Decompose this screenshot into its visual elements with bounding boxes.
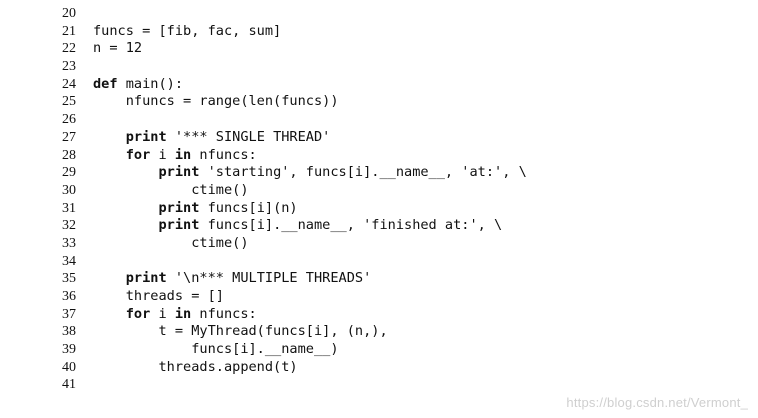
code-line: 32 print funcs[i].__name__, 'finished at… bbox=[0, 217, 758, 235]
code-text: funcs[i].__name__) bbox=[93, 341, 339, 359]
code-segment bbox=[93, 147, 126, 163]
code-segment: funcs = [fib, fac, sum] bbox=[93, 22, 282, 39]
code-keyword: print bbox=[158, 199, 200, 216]
code-line: 31 print funcs[i](n) bbox=[0, 200, 758, 218]
code-text: print funcs[i](n) bbox=[93, 199, 298, 218]
code-line: 23 bbox=[0, 58, 758, 76]
line-number: 26 bbox=[62, 112, 76, 128]
code-line: 27 print '*** SINGLE THREAD' bbox=[0, 129, 758, 147]
line-number: 31 bbox=[62, 200, 76, 216]
code-keyword: in bbox=[174, 305, 192, 322]
code-line: 39 funcs[i].__name__) bbox=[0, 341, 758, 359]
code-line: 30 ctime() bbox=[0, 182, 758, 200]
code-text: for i in nfuncs: bbox=[93, 147, 257, 165]
code-line: 36 threads = [] bbox=[0, 288, 758, 306]
line-number: 37 bbox=[62, 306, 76, 322]
line-number: 39 bbox=[62, 342, 76, 358]
code-text: ctime() bbox=[93, 234, 249, 253]
code-text: for i in nfuncs: bbox=[93, 306, 257, 324]
line-number: 41 bbox=[62, 377, 76, 393]
code-text: n = 12 bbox=[93, 40, 142, 58]
code-keyword: in bbox=[174, 146, 192, 163]
code-segment: '\n*** MULTIPLE THREADS' bbox=[166, 270, 372, 287]
code-segment: funcs[i].__name__) bbox=[93, 341, 339, 358]
code-text: print '*** SINGLE THREAD' bbox=[93, 128, 331, 147]
code-keyword: print bbox=[158, 164, 200, 181]
code-line: 28 for i in nfuncs: bbox=[0, 147, 758, 165]
code-segment: ctime() bbox=[93, 234, 249, 251]
code-line: 37 for i in nfuncs: bbox=[0, 306, 758, 324]
code-segment: main(): bbox=[117, 75, 184, 92]
code-keyword: for bbox=[125, 305, 151, 322]
code-segment: funcs[i](n) bbox=[199, 199, 298, 216]
code-segment: ctime() bbox=[93, 181, 249, 198]
code-segment: n = 12 bbox=[93, 40, 143, 57]
code-line: 21 funcs = [fib, fac, sum] bbox=[0, 23, 758, 41]
code-keyword: print bbox=[125, 128, 167, 145]
code-line: 24 def main(): bbox=[0, 76, 758, 94]
code-segment bbox=[93, 217, 158, 233]
line-number: 27 bbox=[62, 129, 76, 145]
code-text: def main(): bbox=[93, 76, 183, 94]
code-segment: t = MyThread(funcs[i], (n,), bbox=[93, 323, 388, 340]
code-segment: 'starting', funcs[i].__name__, 'at:', \ bbox=[199, 164, 527, 181]
line-number: 33 bbox=[62, 235, 76, 251]
code-keyword: print bbox=[158, 217, 200, 234]
code-line: 40 threads.append(t) bbox=[0, 359, 758, 377]
code-text: threads = [] bbox=[93, 288, 224, 306]
code-line: 25 nfuncs = range(len(funcs)) bbox=[0, 93, 758, 111]
line-number: 32 bbox=[62, 218, 76, 234]
code-segment: nfuncs: bbox=[191, 146, 257, 163]
code-segment: '*** SINGLE THREAD' bbox=[166, 128, 331, 145]
code-line: 41 bbox=[0, 376, 758, 394]
line-number: 20 bbox=[62, 6, 76, 21]
code-segment: threads.append(t) bbox=[93, 358, 298, 375]
code-text: print 'starting', funcs[i].__name__, 'at… bbox=[93, 164, 527, 182]
line-number: 24 bbox=[62, 76, 76, 92]
line-number: 29 bbox=[62, 165, 76, 181]
line-number: 21 bbox=[62, 23, 76, 39]
code-segment bbox=[93, 270, 126, 286]
code-line: 26 bbox=[0, 111, 758, 129]
line-number: 23 bbox=[62, 59, 76, 75]
code-keyword: for bbox=[125, 146, 151, 163]
code-segment: nfuncs = range(len(funcs)) bbox=[93, 93, 339, 110]
line-number: 22 bbox=[62, 41, 76, 57]
code-line: 35 print '\n*** MULTIPLE THREADS' bbox=[0, 270, 758, 288]
code-line: 34 bbox=[0, 253, 758, 271]
line-number: 28 bbox=[62, 147, 76, 163]
code-segment bbox=[93, 129, 126, 145]
watermark-url: https://blog.csdn.net/Vermont_ bbox=[566, 395, 748, 410]
code-segment: i bbox=[150, 146, 175, 163]
line-number: 36 bbox=[62, 289, 76, 304]
code-segment: nfuncs: bbox=[191, 305, 257, 322]
code-line: 20 bbox=[0, 5, 758, 23]
code-keyword: print bbox=[125, 270, 167, 287]
code-text: print '\n*** MULTIPLE THREADS' bbox=[93, 270, 372, 288]
code-segment: funcs[i].__name__, 'finished at:', \ bbox=[199, 217, 503, 234]
line-number: 30 bbox=[62, 182, 76, 198]
code-text: nfuncs = range(len(funcs)) bbox=[93, 93, 339, 111]
code-segment: i bbox=[150, 305, 175, 322]
code-line: 38 t = MyThread(funcs[i], (n,), bbox=[0, 323, 758, 341]
code-text: print funcs[i].__name__, 'finished at:',… bbox=[93, 217, 502, 235]
line-number: 34 bbox=[62, 253, 76, 269]
line-number: 35 bbox=[62, 271, 76, 287]
code-text: t = MyThread(funcs[i], (n,), bbox=[93, 323, 388, 341]
code-segment bbox=[93, 164, 158, 180]
line-number: 25 bbox=[62, 94, 76, 110]
code-line: 22 n = 12 bbox=[0, 40, 758, 58]
code-line: 29 print 'starting', funcs[i].__name__, … bbox=[0, 164, 758, 182]
code-keyword: def bbox=[93, 75, 118, 92]
code-text: ctime() bbox=[93, 181, 249, 200]
code-segment: threads = [] bbox=[93, 288, 224, 304]
code-line: 33 ctime() bbox=[0, 235, 758, 253]
code-segment bbox=[93, 200, 158, 216]
code-text: funcs = [fib, fac, sum] bbox=[93, 23, 281, 41]
line-number: 40 bbox=[62, 359, 76, 375]
code-segment bbox=[93, 306, 126, 322]
code-text: threads.append(t) bbox=[93, 358, 298, 377]
line-number: 38 bbox=[62, 324, 76, 340]
